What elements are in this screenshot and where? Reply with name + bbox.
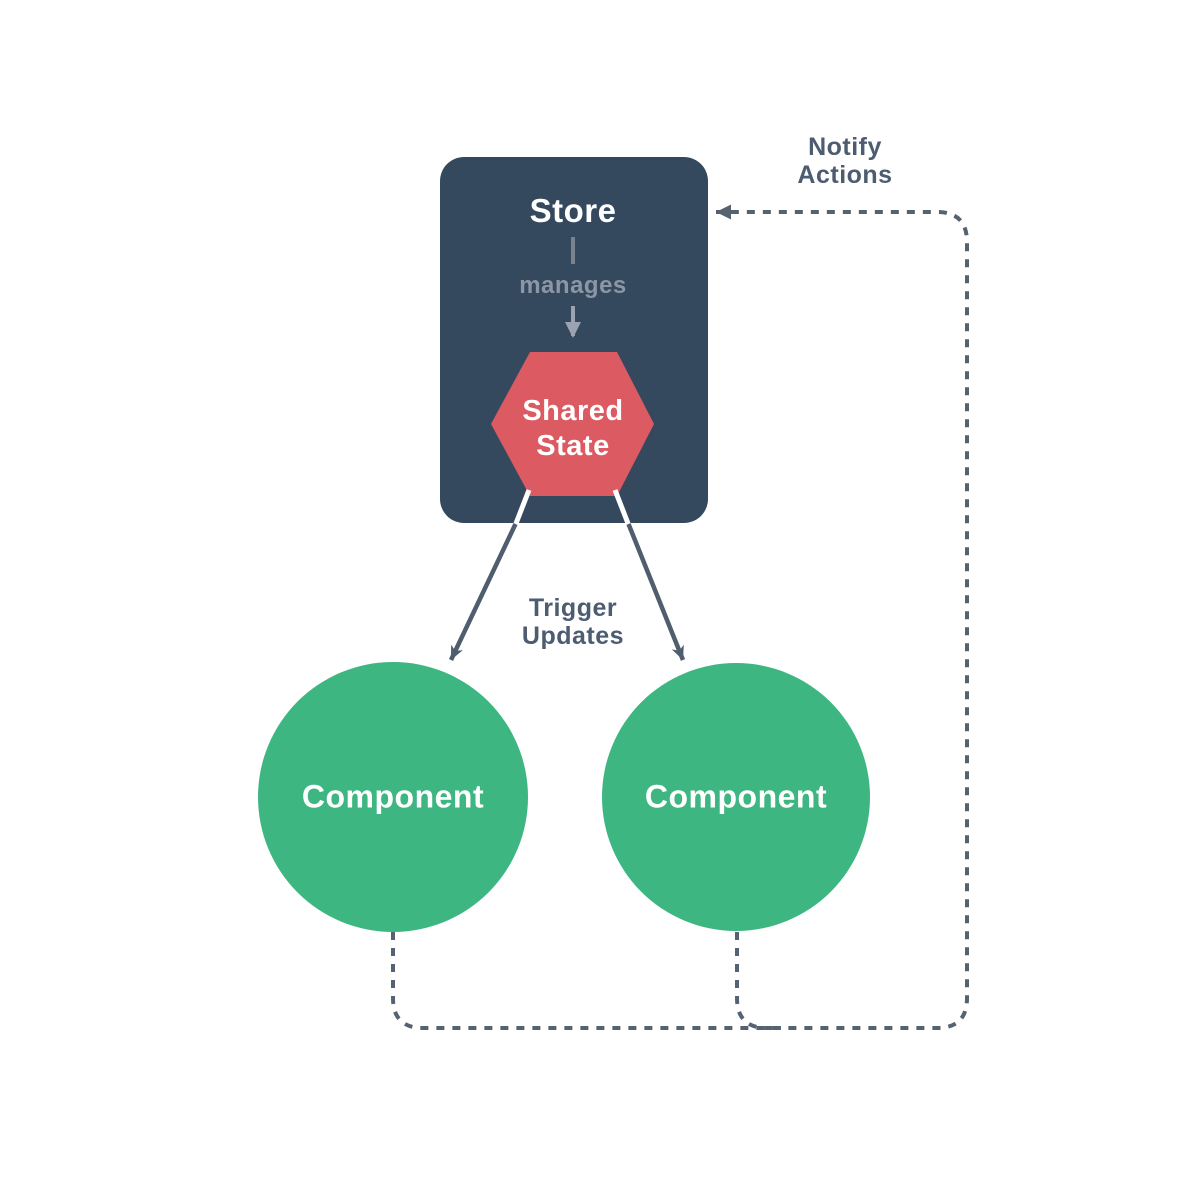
notify-actions-line2: Actions xyxy=(797,161,893,189)
component-label-right: Component xyxy=(644,778,828,815)
trigger-updates-label: Trigger Updates xyxy=(522,594,624,650)
notify-actions-path-left xyxy=(391,204,969,1030)
shared-state-hexagon xyxy=(491,352,654,496)
trigger-arrow-right xyxy=(626,523,686,661)
trigger-arrow-right-casing xyxy=(612,489,632,527)
component-circle-right xyxy=(602,663,870,931)
notify-actions-label: Notify Actions xyxy=(797,133,892,189)
component-label-left: Component xyxy=(301,778,485,815)
shared-state-line1: Shared xyxy=(522,395,624,427)
trigger-arrow-left xyxy=(448,523,518,661)
store-title: Store xyxy=(529,192,617,229)
component-circle-left xyxy=(258,662,528,932)
trigger-updates-line2: Updates xyxy=(521,622,625,650)
manages-label: manages xyxy=(519,272,627,299)
shared-state-line2: State xyxy=(536,430,610,462)
notify-actions-line1: Notify xyxy=(808,133,882,161)
shared-state-label: Shared State xyxy=(522,394,623,464)
trigger-arrow-left-casing xyxy=(512,489,532,527)
trigger-updates-line1: Trigger xyxy=(528,594,618,622)
notify-actions-path-right xyxy=(735,932,781,1030)
